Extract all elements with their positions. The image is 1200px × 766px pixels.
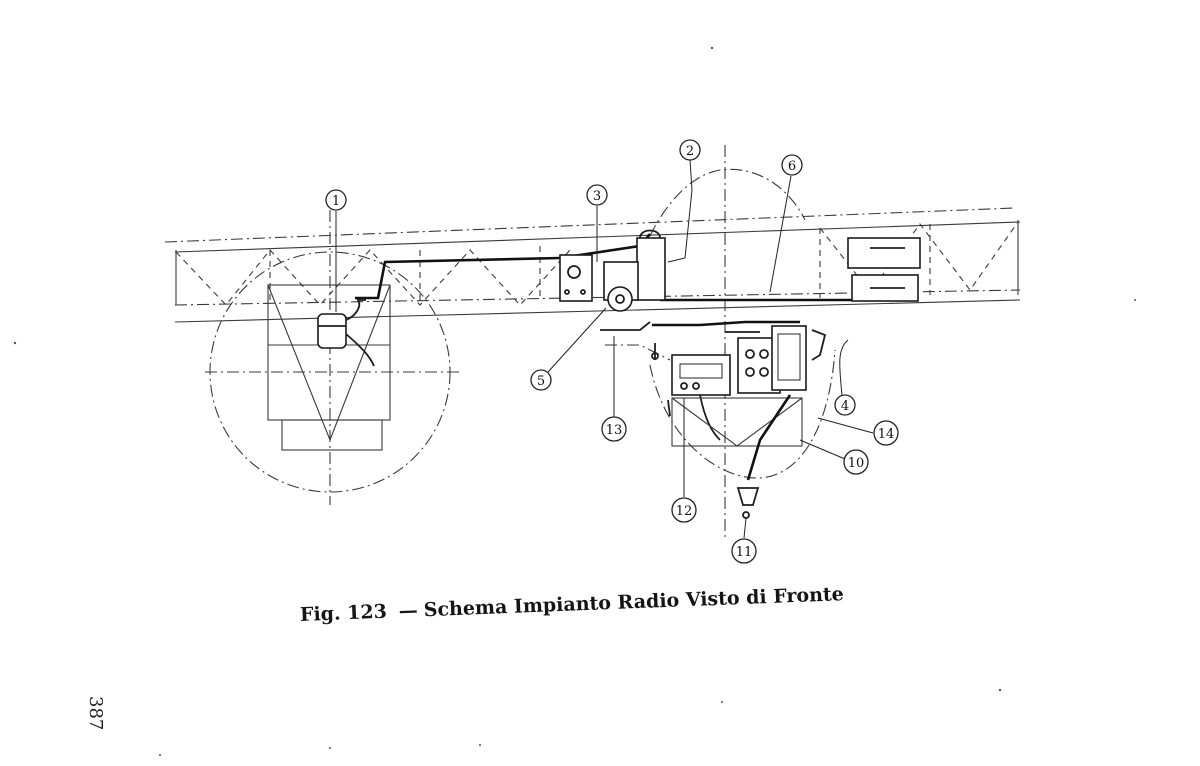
upper-right-boxes <box>847 237 921 302</box>
battery-housing <box>267 284 391 451</box>
callout-12: 12 <box>671 497 697 523</box>
wheel-circle-left <box>205 210 460 505</box>
callout-3: 3 <box>586 184 608 206</box>
callout-6: 6 <box>781 154 803 176</box>
equipment-3-junction-box <box>559 254 593 302</box>
callout-14-label: 14 <box>878 427 895 442</box>
radio-sets <box>671 325 807 447</box>
callout-5: 5 <box>530 369 552 391</box>
callout-13-label: 13 <box>606 423 623 438</box>
misc-parts <box>651 329 827 417</box>
turret-outline <box>605 168 806 361</box>
callout-3-label: 3 <box>593 189 601 204</box>
wheel-circle-right <box>649 145 836 540</box>
callout-6-label: 6 <box>788 159 796 174</box>
callout-1: 1 <box>325 189 347 211</box>
callout-14: 14 <box>873 420 899 446</box>
callout-5-label: 5 <box>537 374 545 389</box>
callout-10-label: 10 <box>848 456 865 471</box>
callout-11: 11 <box>731 538 757 564</box>
callout-4: 4 <box>834 394 856 416</box>
callout-1-label: 1 <box>332 194 340 209</box>
caption-separator: — <box>398 599 419 623</box>
equipment-11-mast <box>736 394 792 519</box>
callout-2: 2 <box>679 139 701 161</box>
callout-13: 13 <box>601 416 627 442</box>
leader-lines <box>335 159 874 539</box>
figure-number: Fig. 123 <box>299 600 388 626</box>
hull-outline <box>164 207 1021 323</box>
callout-12-label: 12 <box>676 504 693 519</box>
equipment-1-unit <box>317 299 375 367</box>
scan-speckles <box>13 46 1136 756</box>
callout-2-label: 2 <box>686 144 694 159</box>
callout-11-label: 11 <box>736 545 753 560</box>
callout-4-label: 4 <box>841 399 849 414</box>
equipment-5-rotor <box>607 286 633 312</box>
page-number: 387 <box>85 696 106 731</box>
callout-10: 10 <box>843 449 869 475</box>
